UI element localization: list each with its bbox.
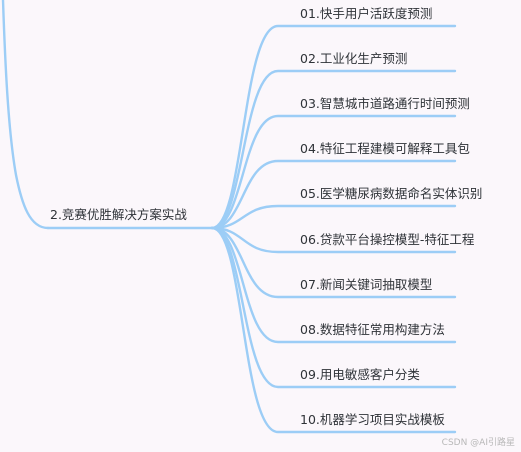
branch-connector-06 bbox=[210, 226, 457, 254]
watermark: CSDN @AI引路星 bbox=[441, 438, 515, 448]
branch-label-06[interactable]: 06.贷款平台操控模型-特征工程 bbox=[300, 232, 475, 247]
branch-label-10[interactable]: 10.机器学习项目实战模板 bbox=[300, 412, 445, 427]
branch-label-08[interactable]: 08.数据特征常用构建方法 bbox=[300, 322, 445, 337]
branch-label-01[interactable]: 01.快手用户活跃度预测 bbox=[300, 6, 433, 21]
branch-connector-04 bbox=[210, 159, 457, 230]
central-topic[interactable]: 2.竞赛优胜解决方案实战 bbox=[50, 207, 187, 222]
branch-label-05[interactable]: 05.医学糖尿病数据命名实体识别 bbox=[300, 186, 483, 201]
branch-label-09[interactable]: 09.用电敏感客户分类 bbox=[300, 367, 420, 382]
branch-label-02[interactable]: 02.工业化生产预测 bbox=[300, 51, 408, 66]
branch-connector-05 bbox=[210, 204, 457, 230]
branch-connector-02 bbox=[210, 69, 457, 230]
branch-connector-10 bbox=[210, 226, 457, 434]
branch-connector-01 bbox=[210, 24, 457, 230]
branch-connector-03 bbox=[210, 114, 457, 230]
branch-label-03[interactable]: 03.智慧城市道路通行时间预测 bbox=[300, 96, 470, 111]
branch-label-04[interactable]: 04.特征工程建模可解释工具包 bbox=[300, 141, 470, 156]
branch-label-07[interactable]: 07.新闻关键词抽取模型 bbox=[300, 277, 433, 292]
parent-connector bbox=[1, 0, 50, 230]
